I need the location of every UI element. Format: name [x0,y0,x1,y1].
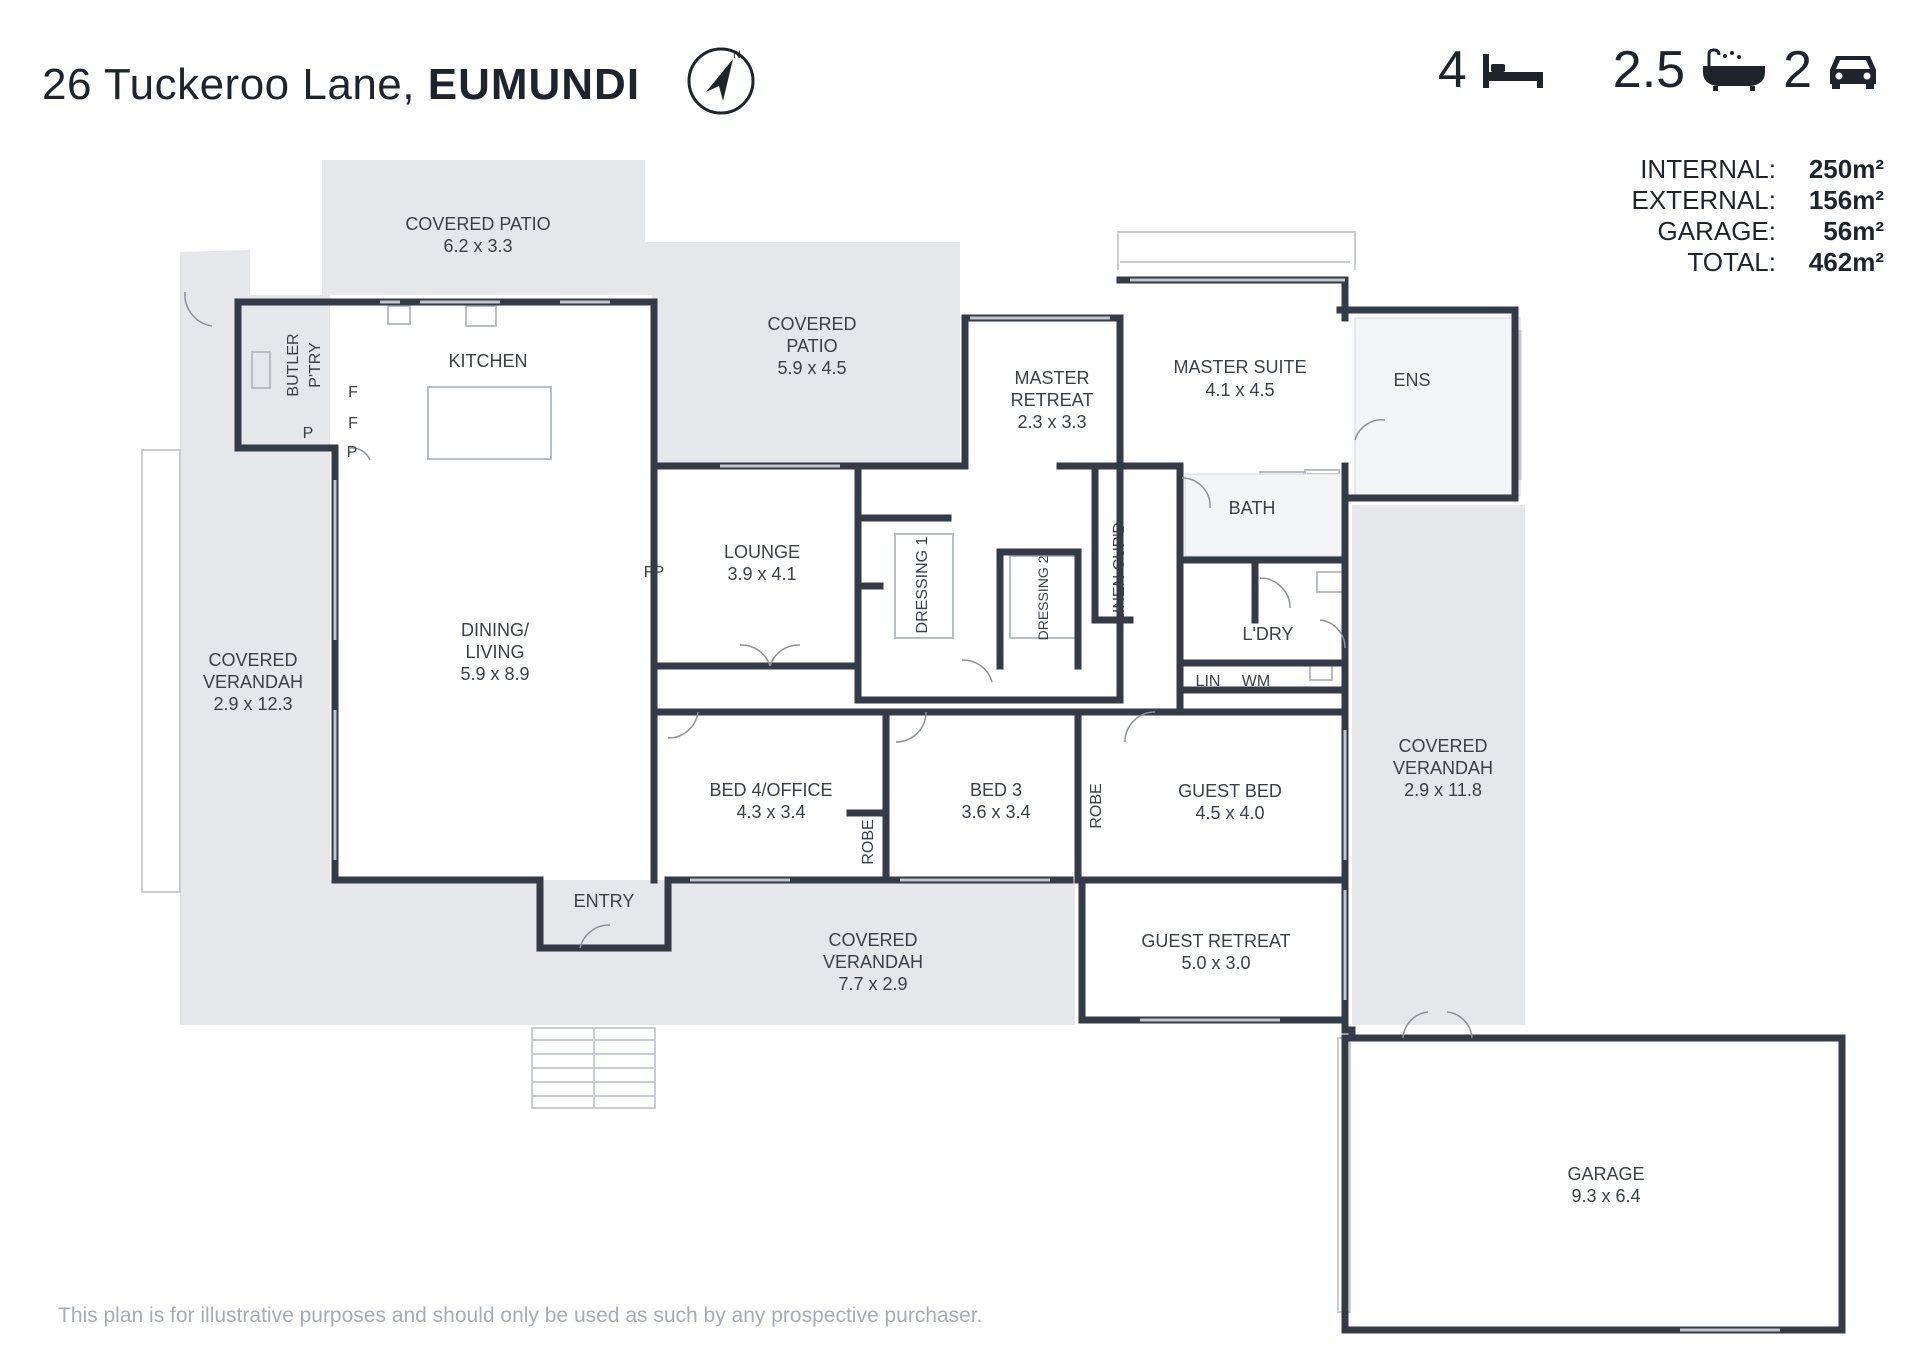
verandah-west-size: 2.9 x 12.3 [213,694,292,714]
butler-name-line1: BUTLER [285,333,302,396]
verandah-west-name-line1: COVERED [208,650,297,670]
area-row-external: EXTERNAL:156m² [1631,185,1885,215]
verandah-south-name-line2: VERANDAH [823,952,923,972]
dining-living-name-line2: LIVING [465,642,524,662]
room-labels: COVERED PATIO 6.2 x 3.3 COVERED PATIO 5.… [203,214,1645,1206]
pantry-label-2: P [347,444,358,461]
verandah-west-name-line2: VERANDAH [203,672,303,692]
car-icon [1830,56,1876,89]
windows [333,278,1780,1332]
kitchen-name: KITCHEN [448,351,527,371]
area-row-total: TOTAL:462m² [1687,247,1884,277]
verandah-south-name-line1: COVERED [828,930,917,950]
doors [184,291,1473,1039]
linen-cupboard-label: LINEN CUP'D [1111,522,1128,622]
linen-small-label: LIN [1196,673,1221,690]
bath-icon [1703,48,1766,91]
north-label: N [733,49,741,61]
guest-retreat-size: 5.0 x 3.0 [1181,953,1250,973]
bed-3-size: 3.6 x 3.4 [961,802,1030,822]
covered-patio-2-name-line1: COVERED [767,314,856,334]
garage-name: GARAGE [1567,1164,1644,1184]
lounge-size: 3.9 x 4.1 [727,564,796,584]
bathroom-count: 2.5 [1612,41,1686,99]
area-row-internal: INTERNAL:250m² [1640,154,1884,184]
verandah-south-size: 7.7 x 2.9 [838,974,907,994]
dining-living-size: 5.9 x 8.9 [460,664,529,684]
guest-bed-name: GUEST BED [1178,781,1282,801]
bed-icon [1482,54,1543,88]
master-retreat-name-line1: MASTER [1014,368,1089,388]
dressing-2-label: DRESSING 2 [1035,555,1051,640]
car-space-count: 2 [1783,41,1812,99]
guest-bed-size: 4.5 x 4.0 [1195,803,1264,823]
verandah-east-name-line2: VERANDAH [1393,758,1493,778]
guest-retreat-name: GUEST RETREAT [1141,931,1290,951]
master-suite-size: 4.1 x 4.5 [1205,380,1274,400]
outline-lines [141,231,1356,1313]
suburb-name: EUMUNDI [427,60,641,109]
bed-4-name: BED 4/OFFICE [709,780,832,800]
dressing-1-label: DRESSING 1 [914,536,931,633]
covered-patio-name: COVERED PATIO [405,214,550,234]
ensuite-label: ENS [1393,370,1430,390]
north-arrow-icon: N [687,47,755,115]
fridge-label-1: F [348,384,358,401]
outdoor-areas [180,160,1525,1025]
master-retreat-name-line2: RETREAT [1011,390,1094,410]
bath-label: BATH [1229,498,1276,518]
covered-patio-2-name-line2: PATIO [786,336,837,356]
garage-size: 9.3 x 6.4 [1571,1186,1640,1206]
area-schedule: INTERNAL:250m² EXTERNAL:156m² GARAGE:56m… [1632,154,1885,278]
lounge-name: LOUNGE [724,542,800,562]
covered-patio-size: 6.2 x 3.3 [443,236,512,256]
verandah-south-area [180,880,1075,1025]
verandah-east-name-line1: COVERED [1398,736,1487,756]
street-address: 26 Tuckeroo Lane, [42,60,428,109]
property-address: 26 Tuckeroo Lane, EUMUNDI [42,60,640,110]
verandah-west-area [180,250,330,1025]
master-retreat-size: 2.3 x 3.3 [1017,412,1086,432]
wet-area-tiles [1184,317,1521,557]
entry-label: ENTRY [574,891,635,911]
robe-2-label: ROBE [1088,783,1105,828]
covered-patio-2-size: 5.9 x 4.5 [777,358,846,378]
covered-patio-area [322,160,960,465]
disclaimer-text: This plan is for illustrative purposes a… [58,1304,983,1327]
master-suite-name: MASTER SUITE [1173,357,1306,377]
robe-1-label: ROBE [860,819,877,864]
bed-4-size: 4.3 x 3.4 [736,802,805,822]
washing-machine-label: WM [1242,673,1270,690]
butler-name-line2: P'TRY [307,342,324,388]
laundry-label: L'DRY [1242,624,1293,644]
property-summary: 4 2.5 2 [1438,44,1880,96]
bedroom-count: 4 [1437,41,1467,99]
fireplace-label: FP [644,564,664,581]
area-row-garage: GARAGE:56m² [1657,216,1884,246]
bed-3-name: BED 3 [970,780,1022,800]
dining-living-name-line1: DINING/ [461,620,529,640]
fridge-label-2: F [348,415,358,432]
verandah-east-area [1352,505,1525,1025]
walls [234,276,1846,1334]
verandah-east-size: 2.9 x 11.8 [1404,780,1482,800]
pantry-label-1: P [303,425,314,442]
